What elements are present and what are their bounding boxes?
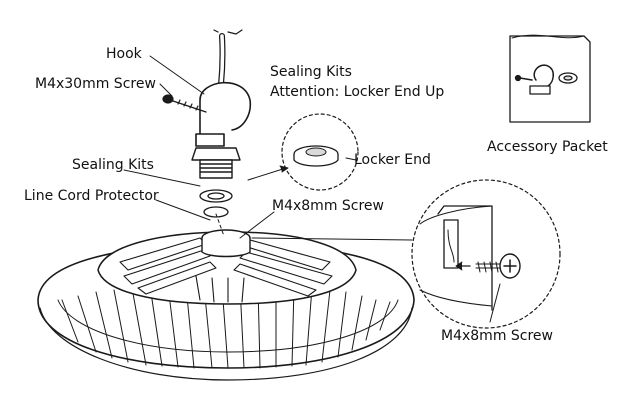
lamp-body (37, 229, 415, 381)
top-fins (119, 237, 333, 303)
screw-detail (411, 179, 561, 329)
m4x30-screw (162, 94, 207, 113)
label-accessory-packet: Accessory Packet (487, 139, 608, 155)
hook (195, 81, 252, 147)
leader-lines (123, 55, 501, 323)
label-attention: Attention: Locker End Up (270, 84, 445, 100)
locker-end-detail (247, 113, 359, 191)
label-sealing-kits-top: Sealing Kits (270, 64, 352, 80)
label-m4x8-screw-bottom: M4x8mm Screw (441, 328, 553, 344)
accessory-packet (509, 34, 591, 123)
cable-gland (191, 147, 241, 179)
lamp-rim-lower (39, 307, 413, 381)
locker-pointer-arrow (247, 167, 287, 181)
label-m4x8-screw-top: M4x8mm Screw (272, 198, 384, 214)
label-line-cord-protector: Line Cord Protector (24, 188, 159, 204)
detail-connector (251, 237, 413, 241)
sealing-kit-ring (199, 189, 233, 218)
label-locker-end: Locker End (354, 152, 431, 168)
label-m4x30-screw: M4x30mm Screw (35, 76, 156, 92)
assembly-axis (215, 213, 225, 237)
label-sealing-kits-mid: Sealing Kits (72, 157, 154, 173)
label-hook: Hook (106, 46, 142, 62)
